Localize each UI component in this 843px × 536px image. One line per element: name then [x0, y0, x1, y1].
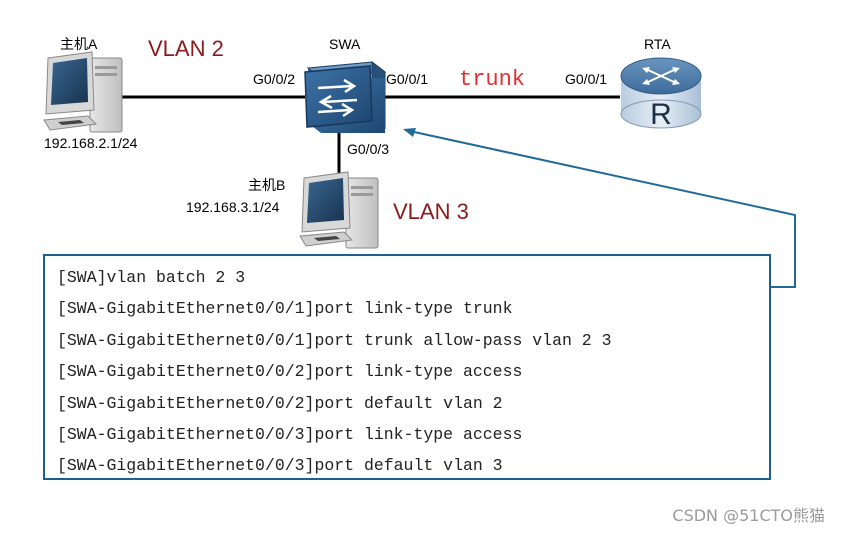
config-box: [SWA]vlan batch 2 3 [SWA-GigabitEthernet…	[43, 254, 771, 480]
router-glyph: R	[650, 98, 672, 131]
port-rta-g001: G0/0/1	[565, 71, 607, 87]
host-a-ip: 192.168.2.1/24	[44, 135, 138, 151]
host-a-computer-icon	[43, 51, 123, 133]
host-b-computer-icon	[299, 171, 379, 249]
port-swa-g003: G0/0/3	[347, 141, 389, 157]
host-b-name: 主机B	[248, 177, 285, 193]
vlan2-label: VLAN 2	[148, 36, 224, 61]
router-name: RTA	[644, 36, 671, 52]
switch-icon	[304, 60, 387, 133]
switch-name: SWA	[329, 36, 361, 52]
config-line: [SWA-GigabitEthernet0/0/1]port trunk all…	[57, 330, 612, 350]
config-line: [SWA-GigabitEthernet0/0/2]port default v…	[57, 393, 503, 413]
vlan3-label: VLAN 3	[393, 199, 469, 224]
callout-arrow	[403, 128, 796, 288]
config-line: [SWA-GigabitEthernet0/0/3]port default v…	[57, 456, 503, 476]
host-b-ip: 192.168.3.1/24	[186, 199, 280, 215]
host-a-name: 主机A	[60, 36, 98, 52]
config-line: [SWA-GigabitEthernet0/0/3]port link-type…	[57, 424, 523, 444]
config-line: [SWA-GigabitEthernet0/0/1]port link-type…	[57, 299, 513, 319]
router-icon: R	[620, 57, 702, 131]
config-line: [SWA]vlan batch 2 3	[57, 268, 246, 287]
trunk-label: trunk	[459, 67, 525, 92]
watermark: CSDN @51CTO熊猫	[672, 506, 825, 525]
port-swa-g002: G0/0/2	[253, 71, 295, 87]
port-swa-g001: G0/0/1	[386, 71, 428, 87]
config-line: [SWA-GigabitEthernet0/0/2]port link-type…	[57, 362, 523, 382]
